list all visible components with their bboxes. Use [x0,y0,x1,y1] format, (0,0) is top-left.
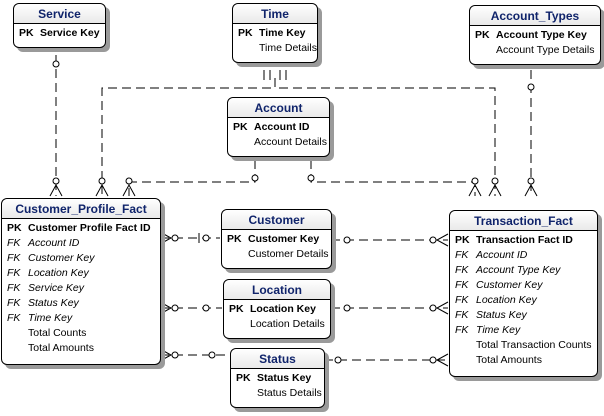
fk-field: Account ID [28,237,80,249]
entity-title: Time [233,4,317,24]
fk-field: Customer Key [28,252,95,264]
fk-tag: FK [7,252,21,264]
fk-tag: FK [7,237,21,249]
fk-tag: FK [455,249,469,261]
pk-field: Customer Profile Fact ID [28,222,151,234]
pk-field: Transaction Fact ID [476,234,573,246]
fk-field: Status Key [28,297,79,309]
fk-field: Service Key [28,282,85,294]
entity-title: Service [14,4,105,24]
entity-customer-profile-fact[interactable]: Customer_Profile_Fact PK Customer Profile… [1,198,161,365]
pk-field: Service Key [40,27,100,39]
fk-tag: FK [455,264,469,276]
fk-field: Time Key [28,312,73,324]
pk-field: Customer Key [248,233,320,245]
attr-field: Total Amounts [476,354,542,366]
attr-field: Total Counts [28,327,87,339]
attr-field: Total Transaction Counts [476,339,592,351]
entity-title: Location [224,280,330,300]
entity-title: Account [228,98,329,118]
rel-account-transaction [310,160,476,196]
fk-field: Account Type Key [476,264,561,276]
pk-tag: PK [19,27,34,39]
attr-field: Time Details [259,42,317,54]
fk-tag: FK [7,297,21,309]
rel-time-cpf [101,78,276,196]
fk-tag: FK [455,279,469,291]
pk-tag: PK [7,222,22,234]
fk-field: Account ID [476,249,528,261]
fk-tag: FK [7,267,21,279]
pk-tag: PK [455,234,470,246]
attr-field: Status Details [257,387,322,399]
pk-field: Status Key [257,372,312,384]
fk-field: Location Key [28,267,89,279]
fk-tag: FK [455,294,469,306]
attr-field: Location Details [250,318,325,330]
entity-title: Transaction_Fact [450,211,597,231]
entity-title: Status [231,349,324,369]
pk-tag: PK [229,303,244,315]
entity-title: Customer_Profile_Fact [2,199,160,219]
attr-field: Account Details [254,136,327,148]
fk-field: Status Key [476,309,527,321]
entity-service[interactable]: Service PK Service Key [13,3,106,48]
rel-account-cpf [128,160,256,196]
entity-status[interactable]: Status PK Status Key Status Details [230,348,325,408]
fk-tag: FK [7,282,21,294]
pk-tag: PK [238,27,253,39]
attr-field: Customer Details [248,248,329,260]
fk-field: Customer Key [476,279,543,291]
pk-tag: PK [475,29,490,41]
fk-field: Location Key [476,294,537,306]
attr-field: Total Amounts [28,342,94,354]
pk-tag: PK [227,233,242,245]
pk-tag: PK [233,121,248,133]
fk-tag: FK [7,312,21,324]
entity-account[interactable]: Account PK Account ID Account Details [227,97,330,157]
fk-tag: FK [455,324,469,336]
fk-field: Time Key [476,324,521,336]
pk-tag: PK [236,372,251,384]
pk-field: Time Key [259,27,306,39]
pk-field: Location Key [250,303,316,315]
entity-time[interactable]: Time PK Time Key Time Details [232,3,318,63]
attr-field: Account Type Details [496,44,595,56]
entity-account-types[interactable]: Account_Types PK Account Type Key Account… [469,5,601,65]
entity-transaction-fact[interactable]: Transaction_Fact PK Transaction Fact ID F… [449,210,598,377]
fk-tag: FK [455,309,469,321]
entity-location[interactable]: Location PK Location Key Location Details [223,279,331,339]
entity-customer[interactable]: Customer PK Customer Key Customer Details [221,209,332,269]
pk-field: Account Type Key [496,29,587,41]
pk-field: Account ID [254,121,310,133]
entity-title: Customer [222,210,331,230]
entity-title: Account_Types [470,6,600,26]
